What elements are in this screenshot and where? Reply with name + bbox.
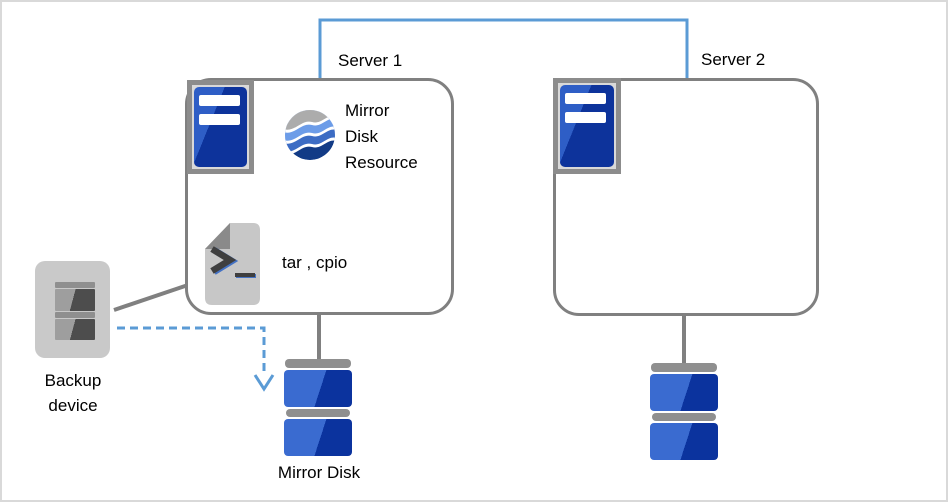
server2-title: Server 2 <box>701 50 766 69</box>
mirror-disk-resource-icon <box>285 110 335 160</box>
mirror-disk-label: Mirror Disk <box>277 463 361 482</box>
disk-divider <box>286 409 350 417</box>
disk-cap <box>285 359 351 368</box>
tape-cartridge <box>55 319 95 340</box>
disk-cap <box>651 363 717 372</box>
server-slot-bar <box>199 95 240 106</box>
mirror-disk-icon <box>650 363 718 460</box>
server-slot-bar <box>565 93 606 104</box>
server1-title: Server 1 <box>338 51 403 70</box>
tape-slot-bar <box>55 312 95 318</box>
server-unit-shape <box>560 85 614 167</box>
disk-platter <box>284 370 352 407</box>
disk-divider <box>652 413 716 421</box>
mirror-disk-icon <box>284 359 352 456</box>
backup-to-server1-line <box>113 283 189 312</box>
arrowhead-down-icon <box>253 374 275 392</box>
tape-cartridge <box>55 289 95 311</box>
disk-platter <box>650 374 718 411</box>
server-interconnect-line <box>318 18 689 80</box>
backup-to-disk-dashed-line <box>117 326 266 374</box>
server-slot-bar <box>199 114 240 125</box>
backup-device-icon <box>35 261 110 358</box>
server-unit-shape <box>194 87 247 167</box>
server-slot-bar <box>565 112 606 123</box>
script-commands-label: tar , cpio <box>282 253 348 272</box>
disk-platter <box>284 419 352 456</box>
backup-device-label: Backup device <box>44 371 102 415</box>
mirror-disk-resource-label: Mirror Disk Resource <box>345 101 418 172</box>
tape-slot-bar <box>55 282 95 288</box>
server-icon <box>187 80 254 174</box>
disk-platter <box>650 423 718 460</box>
server-icon <box>553 78 621 174</box>
shell-script-icon <box>205 223 260 305</box>
